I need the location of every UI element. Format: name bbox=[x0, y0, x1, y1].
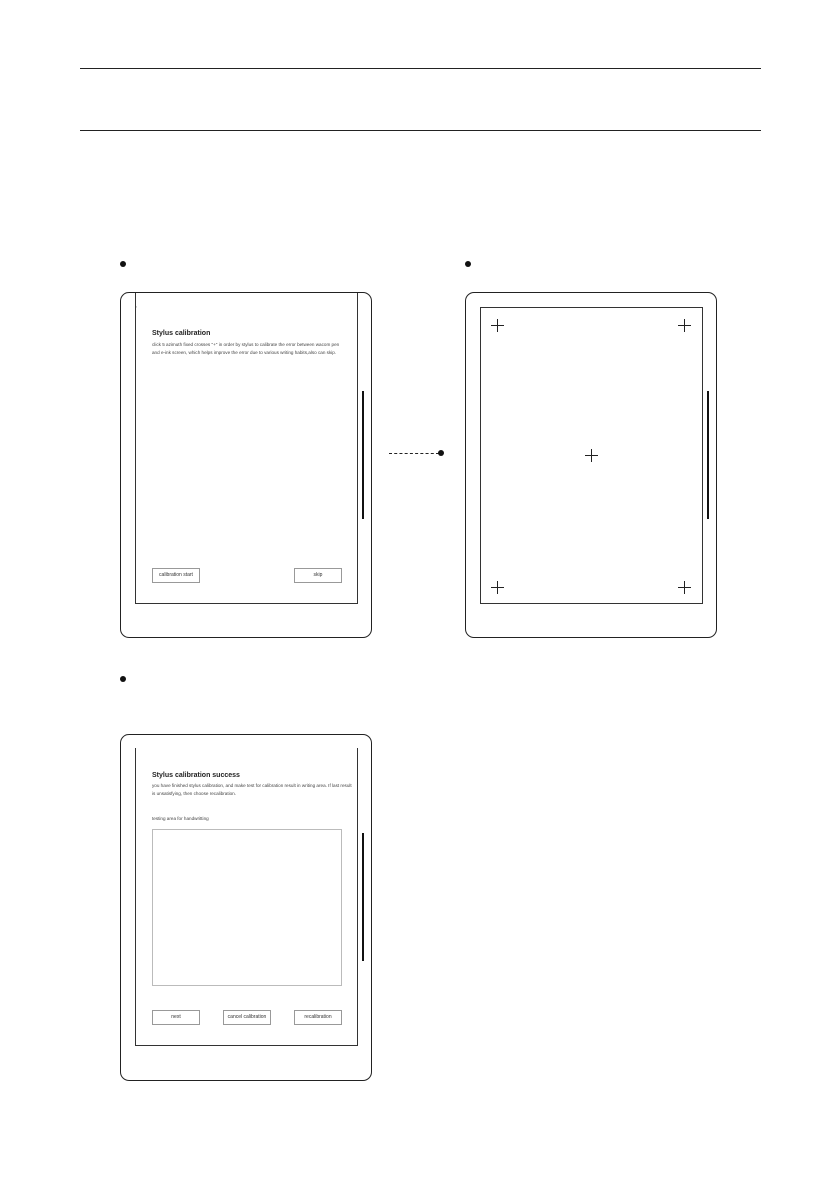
skip-button[interactable]: skip bbox=[294, 568, 342, 583]
device-calibration-success: Stylus calibration success you have fini… bbox=[120, 734, 372, 1081]
recalibration-button[interactable]: recalibration bbox=[294, 1010, 342, 1025]
device-screen: Stylus calibration success you have fini… bbox=[135, 748, 358, 1046]
cancel-calibration-button[interactable]: cancel calibration bbox=[223, 1010, 271, 1025]
screen-corner-mark: , bbox=[136, 303, 138, 309]
cross-bottom-right-icon[interactable] bbox=[678, 581, 691, 594]
flow-connector-line bbox=[389, 453, 439, 454]
page-turn-button[interactable] bbox=[707, 391, 709, 519]
page-turn-button[interactable] bbox=[362, 833, 364, 961]
cross-top-left-icon[interactable] bbox=[491, 319, 504, 332]
bullet-step-1 bbox=[120, 261, 126, 267]
calibration-start-button[interactable]: calibration start bbox=[152, 568, 200, 583]
device-calibration-crosses bbox=[465, 292, 717, 638]
cross-top-right-icon[interactable] bbox=[678, 319, 691, 332]
screen-title: Stylus calibration success bbox=[152, 772, 240, 779]
handwriting-test-area[interactable] bbox=[152, 829, 342, 986]
bullet-step-3 bbox=[120, 676, 126, 682]
cross-bottom-left-icon[interactable] bbox=[491, 581, 504, 594]
flow-connector-dot bbox=[438, 450, 444, 456]
page-turn-button[interactable] bbox=[362, 391, 364, 519]
device-screen: , Stylus calibration click 5 azimuth fix… bbox=[135, 293, 358, 604]
screen-title: Stylus calibration bbox=[152, 330, 211, 337]
next-button[interactable]: next bbox=[152, 1010, 200, 1025]
screen-description: you have finished stylus calibration, an… bbox=[152, 783, 352, 796]
device-calibration-intro: , Stylus calibration click 5 azimuth fix… bbox=[120, 292, 372, 638]
bullet-step-2 bbox=[465, 261, 471, 267]
screen-description: click 5 azimuth fixed crosses "+" in ord… bbox=[152, 342, 340, 355]
header-rule-bottom bbox=[80, 130, 761, 131]
device-screen bbox=[480, 307, 703, 604]
cross-center-icon[interactable] bbox=[585, 449, 598, 462]
handwriting-area-label: testing area for handwritting bbox=[152, 816, 209, 821]
header-rule-top bbox=[80, 68, 761, 69]
